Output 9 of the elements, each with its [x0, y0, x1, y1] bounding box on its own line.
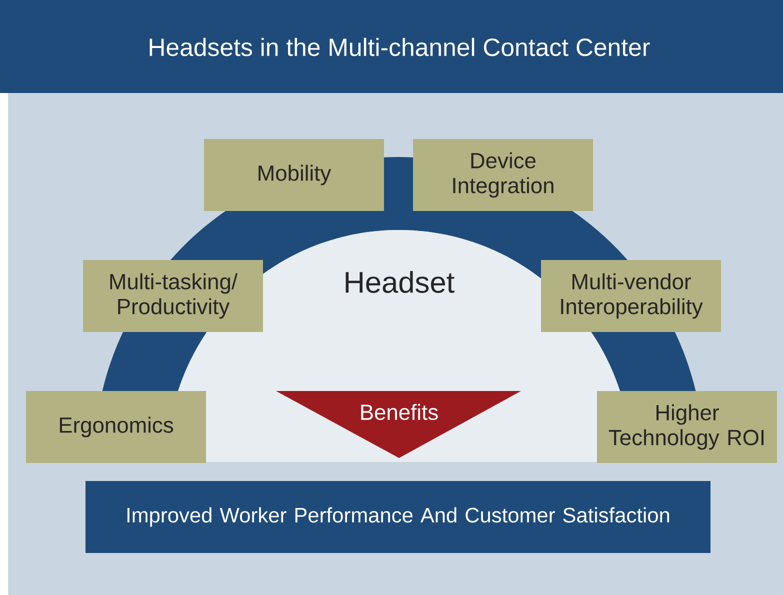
title-banner: Headsets in the Multi-channel Contact Center [0, 0, 783, 93]
benefit-box: Higher Technology ROI [597, 390, 777, 463]
outcome-box: Improved Worker Performance And Customer Satisfaction [86, 480, 710, 553]
benefit-box: Mobility [204, 138, 384, 211]
benefits-triangle: Benefits [276, 390, 521, 458]
benefit-box: Device Integration [413, 138, 593, 211]
benefit-box: Multi-tasking/ Productivity [83, 260, 263, 332]
benefit-box: Ergonomics [26, 390, 206, 463]
benefit-box: Multi-vendor Interoperability [541, 260, 721, 332]
